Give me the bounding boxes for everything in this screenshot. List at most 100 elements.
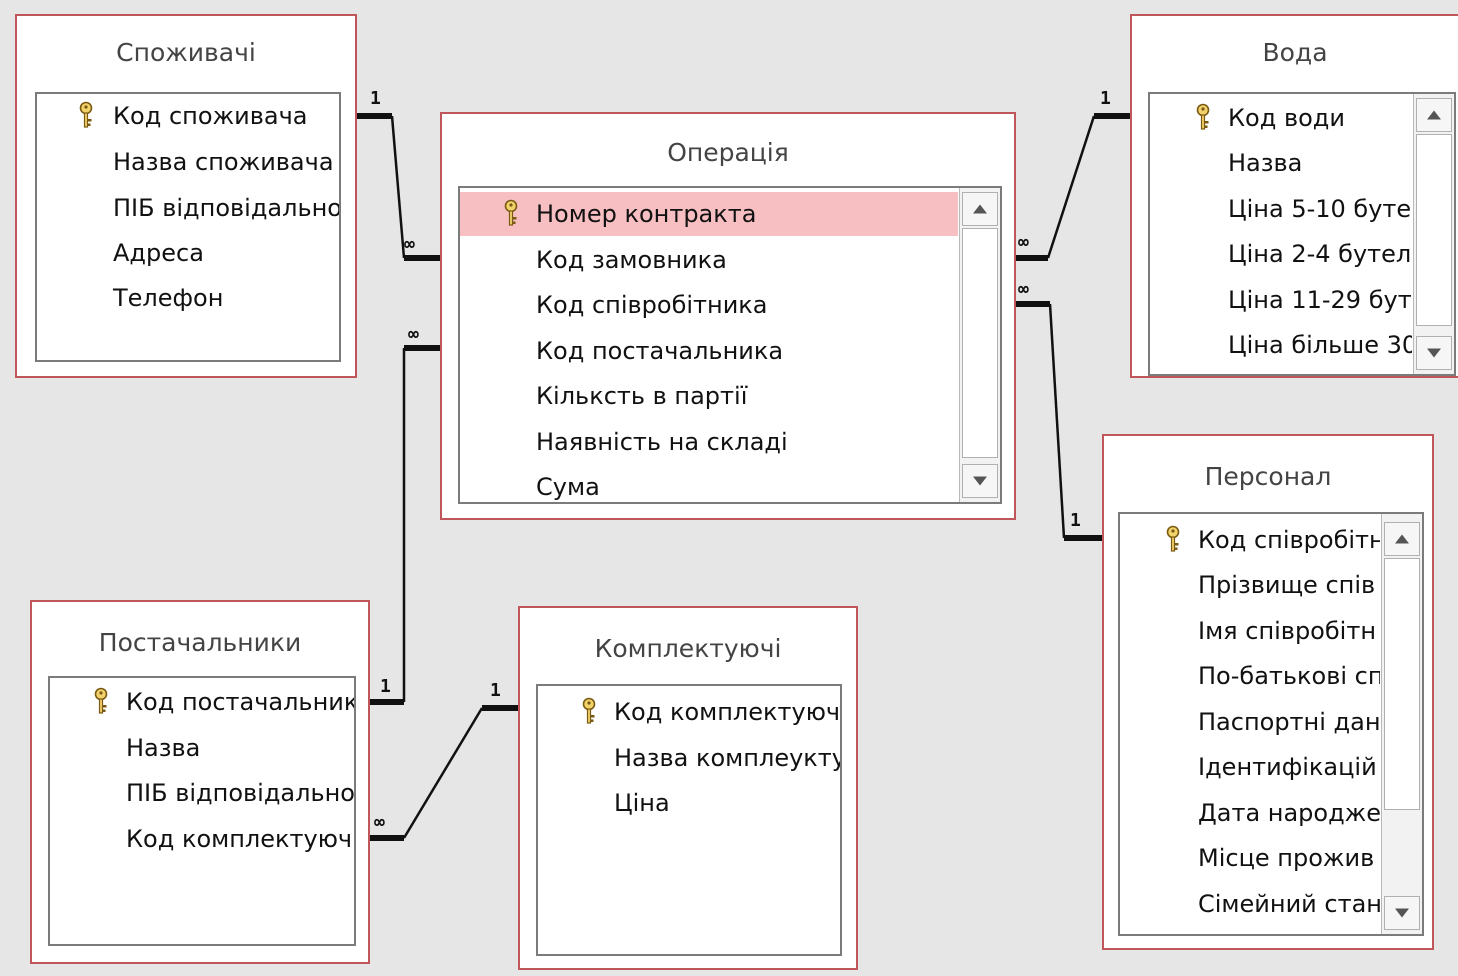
field-row[interactable]: Код співробітн bbox=[1120, 518, 1380, 562]
scroll-up-button[interactable] bbox=[962, 192, 998, 226]
field-row[interactable]: Місце прожив bbox=[1120, 836, 1380, 880]
field-name: Дата народже bbox=[1198, 799, 1380, 827]
primary-key-icon bbox=[92, 680, 112, 724]
field-list[interactable]: Код постачальник Назва ПІБ відповідально… bbox=[48, 676, 356, 946]
primary-key-icon bbox=[1164, 518, 1184, 562]
field-row[interactable]: Паспортні дан bbox=[1120, 700, 1380, 744]
field-name: Код постачальника bbox=[536, 337, 784, 365]
table-operatsiia[interactable]: Операція Номер контракта Код замовника К… bbox=[440, 112, 1016, 520]
field-list[interactable]: Код співробітн Прізвище спів Імя співроб… bbox=[1118, 512, 1424, 936]
field-row[interactable]: Адреса bbox=[37, 231, 339, 275]
field-name: Назва bbox=[126, 734, 201, 762]
field-row[interactable]: Назва bbox=[50, 726, 354, 770]
scroll-down-button[interactable] bbox=[962, 464, 998, 498]
scroll-down-button[interactable] bbox=[1384, 896, 1420, 930]
field-row[interactable]: Код споживача bbox=[37, 94, 339, 138]
scroll-thumb[interactable] bbox=[1416, 134, 1452, 326]
field-row[interactable]: ПІБ відповідально bbox=[37, 186, 339, 230]
vertical-scrollbar[interactable] bbox=[959, 188, 1000, 502]
table-komplektuiuchi[interactable]: Комплектуючі Код комплектуючі Назва комп… bbox=[518, 606, 858, 970]
field-row[interactable]: Сума bbox=[460, 465, 958, 502]
field-name: Паспортні дан bbox=[1198, 708, 1380, 736]
field-row[interactable]: Ціна bbox=[538, 781, 840, 825]
field-name: По-батькові сп bbox=[1198, 662, 1380, 690]
arrow-up-icon bbox=[1427, 110, 1441, 120]
table-personal[interactable]: Персонал Код співробітн Прізвище спів Ім… bbox=[1102, 434, 1434, 950]
table-postachalnyky[interactable]: Постачальники Код постачальник Назва ПІБ… bbox=[30, 600, 370, 964]
label-one: 1 bbox=[1070, 510, 1081, 531]
table-title[interactable]: Споживачі bbox=[116, 38, 256, 67]
field-row[interactable]: Ціна 2-4 бутеля bbox=[1150, 232, 1412, 276]
field-name: Ціна 2-4 бутеля bbox=[1228, 240, 1412, 268]
relation-postachalnyky-komplektuiuchi bbox=[370, 705, 518, 841]
field-name: Сімейний стан bbox=[1198, 890, 1380, 918]
field-row[interactable]: Прізвище спів bbox=[1120, 563, 1380, 607]
field-row[interactable]: Ціна 5-10 бутел bbox=[1150, 187, 1412, 231]
field-name: Імя співробітн bbox=[1198, 617, 1377, 645]
table-title[interactable]: Комплектуючі bbox=[594, 634, 782, 663]
field-row[interactable]: Код постачальника bbox=[460, 329, 958, 373]
field-row[interactable]: Ціна більше 30 bbox=[1150, 323, 1412, 367]
field-name: Місце прожив bbox=[1198, 844, 1375, 872]
field-row[interactable]: Кільксть в партії bbox=[460, 374, 958, 418]
vertical-scrollbar[interactable] bbox=[1381, 514, 1422, 934]
table-spozhyvachi[interactable]: Споживачі Код споживача Назва споживача … bbox=[15, 14, 357, 378]
primary-key-icon bbox=[502, 192, 522, 236]
table-voda[interactable]: Вода Код води Назва Ціна 5-10 бутел Ціна… bbox=[1130, 14, 1458, 378]
field-list[interactable]: Код комплектуючі Назва комплеукту Ціна bbox=[536, 684, 842, 956]
vertical-scrollbar[interactable] bbox=[1413, 94, 1454, 374]
label-one: 1 bbox=[490, 680, 501, 701]
field-row[interactable]: Назва bbox=[1150, 141, 1412, 185]
field-name: ПІБ відповідально bbox=[126, 779, 354, 807]
field-name: Наявність на складі bbox=[536, 428, 788, 456]
field-name: Прізвище спів bbox=[1198, 571, 1376, 599]
field-name: Код комплектуючі bbox=[614, 698, 840, 726]
relation-operatsiia-personal bbox=[1016, 301, 1102, 541]
field-row[interactable]: Назва споживача bbox=[37, 140, 339, 184]
field-name: Ціна більше 30 bbox=[1228, 331, 1412, 359]
field-row[interactable]: ПІБ відповідально bbox=[50, 771, 354, 815]
field-row[interactable]: Код замовника bbox=[460, 238, 958, 282]
field-row[interactable]: Сімейний стан bbox=[1120, 882, 1380, 926]
scroll-up-button[interactable] bbox=[1416, 98, 1452, 132]
field-name: Номер контракта bbox=[536, 200, 757, 228]
field-name: Назва bbox=[1228, 149, 1303, 177]
field-row-selected[interactable]: Номер контракта bbox=[460, 192, 958, 236]
field-name: ПІБ відповідально bbox=[113, 194, 339, 222]
table-title[interactable]: Персонал bbox=[1204, 462, 1332, 491]
field-row[interactable]: Дата народже bbox=[1120, 791, 1380, 835]
relation-postachalnyky-operatsiia bbox=[370, 345, 440, 705]
field-row[interactable]: Код комплектуючі bbox=[538, 690, 840, 734]
table-title[interactable]: Постачальники bbox=[98, 628, 302, 657]
scroll-thumb[interactable] bbox=[1384, 558, 1420, 810]
field-row[interactable]: Ідентифікацій bbox=[1120, 745, 1380, 789]
field-list[interactable]: Код споживача Назва споживача ПІБ відпов… bbox=[35, 92, 341, 362]
field-row[interactable]: По-батькові сп bbox=[1120, 654, 1380, 698]
field-name: Код постачальник bbox=[126, 688, 354, 716]
field-row[interactable]: Код постачальник bbox=[50, 680, 354, 724]
relation-spozhyvachi-operatsiia bbox=[357, 113, 440, 261]
field-name: Код співробітника bbox=[536, 291, 768, 319]
field-name: Сума bbox=[536, 473, 600, 501]
field-row[interactable]: Код комплектуючі bbox=[50, 817, 354, 861]
scroll-thumb[interactable] bbox=[962, 228, 998, 458]
scroll-up-button[interactable] bbox=[1384, 522, 1420, 556]
scroll-down-button[interactable] bbox=[1416, 336, 1452, 370]
arrow-down-icon bbox=[1395, 908, 1409, 918]
field-list[interactable]: Код води Назва Ціна 5-10 бутел Ціна 2-4 … bbox=[1148, 92, 1456, 376]
field-name: Телефон bbox=[113, 284, 224, 312]
field-row[interactable]: Ціна 11-29 бути bbox=[1150, 278, 1412, 322]
table-title[interactable]: Вода bbox=[1262, 38, 1328, 67]
field-row[interactable]: Наявність на складі bbox=[460, 420, 958, 464]
field-name: Кільксть в партії bbox=[536, 382, 748, 410]
field-row[interactable]: Назва комплеукту bbox=[538, 736, 840, 780]
table-title[interactable]: Операція bbox=[667, 138, 789, 167]
field-row[interactable]: Телефон bbox=[37, 276, 339, 320]
primary-key-icon bbox=[580, 690, 600, 734]
primary-key-icon bbox=[77, 94, 97, 138]
field-row[interactable]: Код співробітника bbox=[460, 283, 958, 327]
label-many: ∞ bbox=[404, 234, 415, 255]
field-list[interactable]: Номер контракта Код замовника Код співро… bbox=[458, 186, 1002, 504]
field-row[interactable]: Код води bbox=[1150, 96, 1412, 140]
field-row[interactable]: Імя співробітн bbox=[1120, 609, 1380, 653]
